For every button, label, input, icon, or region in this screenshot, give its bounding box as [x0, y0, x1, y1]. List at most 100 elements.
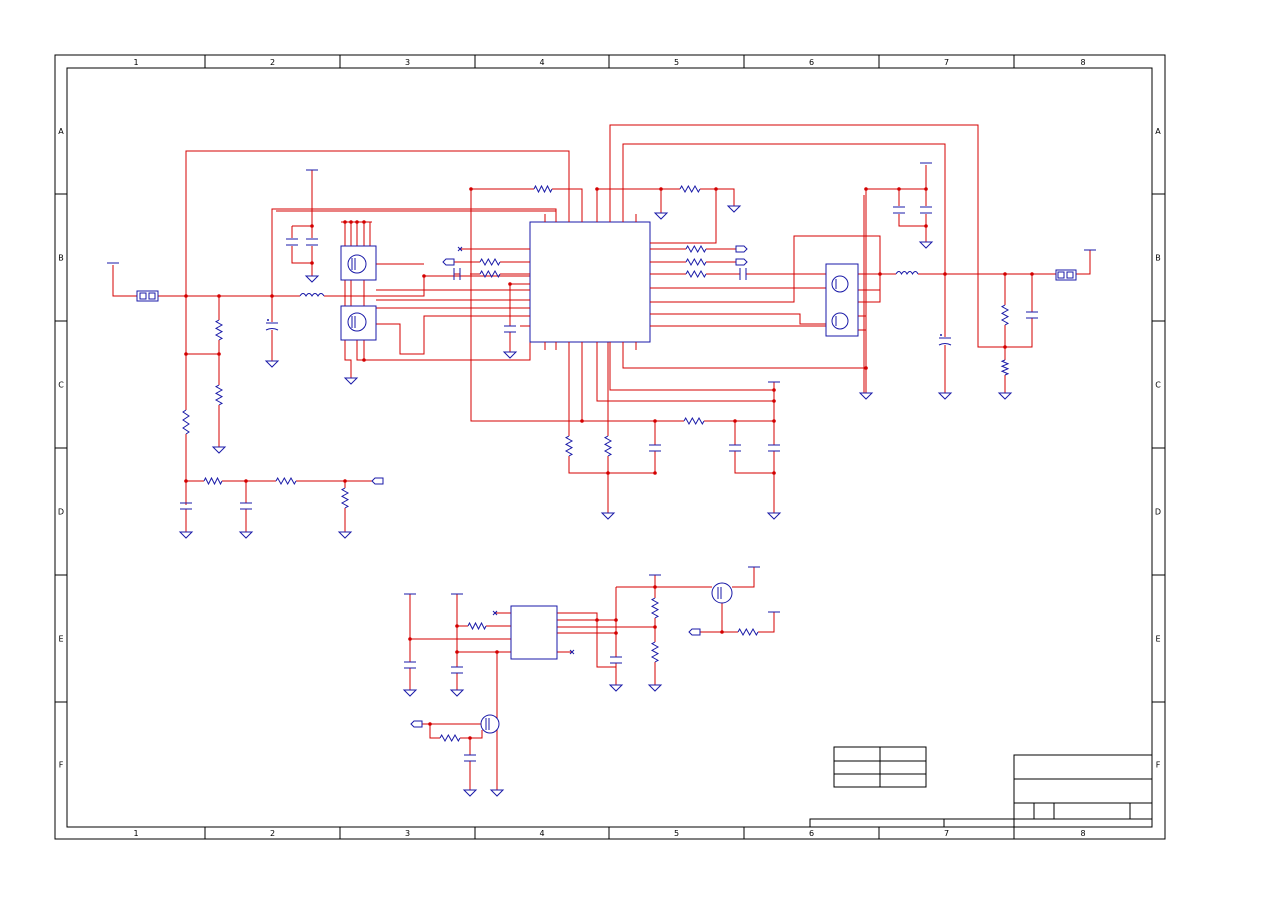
- capacitor: [739, 268, 747, 280]
- ground-symbol: [726, 205, 742, 213]
- capacitor: [451, 666, 463, 674]
- resistor: [603, 435, 613, 457]
- junction-dot: [595, 187, 599, 191]
- mosfet-high-side-left[interactable]: [340, 245, 377, 281]
- output-inductor[interactable]: [895, 271, 919, 276]
- junction-dot: [422, 274, 426, 278]
- junction-dot: [270, 294, 274, 298]
- net-port: [442, 258, 455, 266]
- resistor: [533, 184, 553, 194]
- ground-symbols: [178, 205, 1013, 797]
- polarized-capacitor: [938, 334, 952, 346]
- column-label-bottom: 2: [270, 829, 275, 838]
- row-label-left: D: [58, 508, 64, 517]
- ground-symbol: [489, 789, 505, 797]
- junction-dot: [428, 722, 432, 726]
- revision-table: [833, 746, 927, 788]
- net-port: [410, 720, 423, 728]
- resistor: [683, 416, 705, 426]
- capacitor: [180, 502, 192, 510]
- junction-dot: [1030, 272, 1034, 276]
- junction-dot: [495, 650, 499, 654]
- no-connect-mark: [492, 610, 498, 616]
- capacitors: [180, 206, 1038, 762]
- capacitor: [610, 656, 622, 664]
- components: [107, 162, 1096, 797]
- no-connect-mark: [569, 649, 575, 655]
- capacitor: [504, 325, 516, 333]
- resistor: [340, 487, 350, 509]
- junction-dot: [772, 419, 776, 423]
- ground-symbol: [402, 689, 418, 697]
- capacitor: [453, 268, 461, 280]
- resistor: [650, 597, 660, 619]
- resistors: [182, 184, 1010, 743]
- junction-dot: [943, 272, 947, 276]
- mosfet-switch-upper[interactable]: [711, 582, 733, 604]
- resistor: [1000, 304, 1010, 326]
- output-connector[interactable]: [1055, 269, 1077, 281]
- net-port: [371, 477, 384, 485]
- column-label-bottom: 3: [405, 829, 410, 838]
- row-label-left: E: [58, 635, 63, 644]
- ground-symbol: [304, 275, 320, 283]
- ground-symbol: [502, 351, 518, 359]
- controller-ic[interactable]: [529, 221, 651, 343]
- column-label-bottom: 6: [809, 829, 814, 838]
- junction-dot: [772, 399, 776, 403]
- net-port: [735, 245, 748, 253]
- title-block: [809, 754, 1153, 828]
- ground-symbol: [178, 531, 194, 539]
- junction-dot: [924, 224, 928, 228]
- ground-symbol: [462, 789, 478, 797]
- junction-dot: [772, 388, 776, 392]
- row-label-left: B: [58, 254, 64, 263]
- auxiliary-ic[interactable]: [510, 605, 558, 660]
- ground-symbol: [647, 684, 663, 692]
- mosfet-pair-right[interactable]: [825, 263, 859, 337]
- row-label-right: A: [1155, 127, 1161, 136]
- capacitor: [649, 444, 661, 452]
- junction-dot: [184, 479, 188, 483]
- ground-symbol: [337, 531, 353, 539]
- input-inductor[interactable]: [299, 293, 325, 297]
- ground-symbol: [238, 531, 254, 539]
- resistor: [439, 733, 461, 743]
- net-ports: [371, 245, 748, 728]
- mosfet-low-side-left[interactable]: [340, 305, 377, 341]
- resistor: [1000, 359, 1010, 376]
- junction-dot: [924, 187, 928, 191]
- ground-symbol: [343, 377, 359, 385]
- junction-dot: [362, 220, 366, 224]
- column-label-top: 5: [674, 58, 679, 67]
- resistor: [214, 319, 224, 341]
- column-label-bottom: 4: [539, 829, 544, 838]
- ground-symbol: [449, 689, 465, 697]
- row-label-right: B: [1155, 254, 1161, 263]
- column-label-bottom: 1: [133, 829, 138, 838]
- resistor: [685, 269, 707, 279]
- junction-dot: [244, 479, 248, 483]
- input-connector[interactable]: [136, 290, 159, 302]
- junction-dots: [184, 187, 1034, 740]
- column-label-bottom: 5: [674, 829, 679, 838]
- ground-symbol: [211, 446, 227, 454]
- mosfet-switch-lower[interactable]: [480, 714, 500, 734]
- resistor: [685, 257, 707, 267]
- column-label-top: 4: [539, 58, 544, 67]
- ground-symbol: [937, 392, 953, 400]
- row-label-left: A: [58, 127, 64, 136]
- junction-dot: [733, 419, 737, 423]
- junction-dot: [772, 471, 776, 475]
- capacitor: [920, 206, 932, 214]
- junction-dot: [878, 272, 882, 276]
- ground-symbol: [766, 512, 782, 520]
- row-label-right: D: [1155, 508, 1161, 517]
- junction-dot: [653, 419, 657, 423]
- junction-dot: [310, 224, 314, 228]
